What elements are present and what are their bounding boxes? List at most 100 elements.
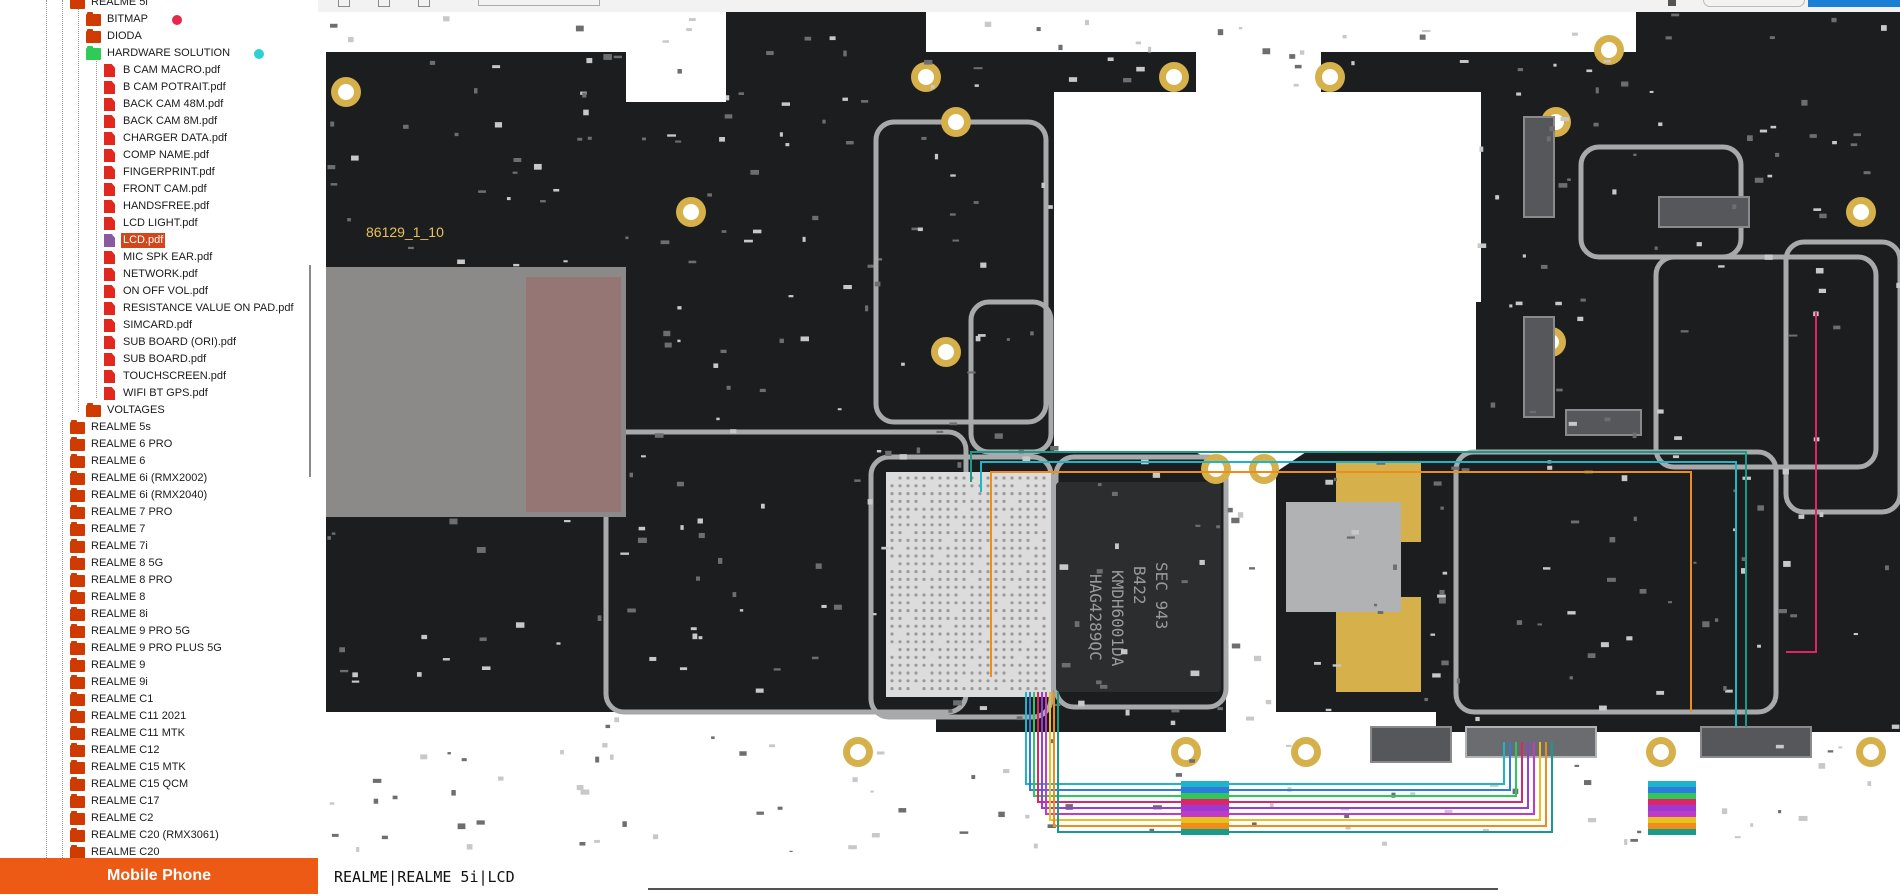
tree-item[interactable]: SIMCARD.pdf (104, 317, 194, 334)
bga-ball (914, 554, 918, 558)
tree-item[interactable]: DIODA (86, 28, 144, 45)
tree-item[interactable]: REALME C20 (70, 844, 161, 858)
bga-ball (1010, 507, 1014, 511)
bga-ball (922, 523, 926, 527)
tree-item[interactable]: REALME 7 (70, 521, 147, 538)
tree-item[interactable]: REALME 8i (70, 606, 150, 623)
smd-component (1558, 183, 1568, 188)
tree-item[interactable]: BITMAP (86, 11, 182, 28)
tree-item[interactable]: HARDWARE SOLUTION (86, 45, 265, 62)
tree-item[interactable]: VOLTAGES (86, 402, 167, 419)
smd-component (627, 608, 636, 613)
tree-item[interactable]: REALME C1 (70, 691, 155, 708)
toolbar-action-button[interactable] (1808, 0, 1900, 7)
folder-icon (70, 793, 85, 808)
bga-ball (930, 585, 934, 589)
tree-item[interactable]: MIC SPK EAR.pdf (104, 249, 214, 266)
smd-component (1586, 69, 1593, 73)
tree-item[interactable]: REALME 6 (70, 453, 147, 470)
tree-item[interactable]: REALME C15 QCM (70, 776, 190, 793)
bga-ball (1042, 648, 1046, 652)
tree-item[interactable]: BACK CAM 48M.pdf (104, 96, 225, 113)
bga-ball (1042, 585, 1046, 589)
tree-item[interactable]: REALME 7 PRO (70, 504, 174, 521)
tree-item[interactable]: REALME 6i (RMX2002) (70, 470, 209, 487)
smd-component (1764, 254, 1773, 260)
tree-item[interactable]: REALME 8 PRO (70, 572, 174, 589)
folder-icon (70, 810, 85, 825)
tree-item[interactable]: B CAM MACRO.pdf (104, 62, 222, 79)
tree-item[interactable]: RESISTANCE VALUE ON PAD.pdf (104, 300, 296, 317)
tree-item[interactable]: WIFI BT GPS.pdf (104, 385, 210, 402)
tree-item[interactable]: REALME 5i (70, 0, 150, 11)
toolbar-diamond-icon[interactable] (1668, 0, 1676, 6)
tree-item[interactable]: SUB BOARD (ORI).pdf (104, 334, 238, 351)
tree-item[interactable]: REALME 9i (70, 674, 150, 691)
tree-item[interactable]: HANDSFREE.pdf (104, 198, 211, 215)
bga-ball (906, 632, 910, 636)
bga-ball (914, 624, 918, 628)
tree-item[interactable]: LCD.pdf (104, 232, 166, 249)
smd-component (1227, 507, 1233, 513)
smd-component (609, 754, 614, 760)
smd-component (1490, 402, 1496, 408)
tree-item[interactable]: TOUCHSCREEN.pdf (104, 368, 228, 385)
tree-item[interactable]: SUB BOARD.pdf (104, 351, 208, 368)
tree-item[interactable]: ON OFF VOL.pdf (104, 283, 210, 300)
tree-item[interactable]: COMP NAME.pdf (104, 147, 211, 164)
smd-component (1863, 171, 1871, 175)
horizontal-scrollbar[interactable] (648, 888, 1498, 890)
tree-item[interactable]: REALME 9 PRO 5G (70, 623, 192, 640)
tree-item[interactable]: FRONT CAM.pdf (104, 181, 209, 198)
smd-component (1577, 316, 1584, 322)
tree-item[interactable]: REALME C11 MTK (70, 725, 187, 742)
toolbar-search-field[interactable] (478, 0, 600, 6)
smd-component (1439, 589, 1445, 595)
tree-item[interactable]: REALME C12 (70, 742, 161, 759)
tree-item[interactable]: FINGERPRINT.pdf (104, 164, 217, 181)
tree-item[interactable]: CHARGER DATA.pdf (104, 130, 229, 147)
tree-item[interactable]: REALME C17 (70, 793, 161, 810)
toolbar-frame-icon[interactable] (338, 0, 350, 7)
smd-component (1065, 804, 1073, 810)
bga-ball (1042, 616, 1046, 621)
tree-item[interactable]: REALME C20 (RMX3061) (70, 827, 221, 844)
trace-label-right (1648, 793, 1696, 799)
tree-item[interactable]: REALME 9 PRO PLUS 5G (70, 640, 224, 657)
tree-item-label: HARDWARE SOLUTION (107, 47, 231, 59)
tree-item[interactable]: REALME C2 (70, 810, 155, 827)
tree-item[interactable]: LCD LIGHT.pdf (104, 215, 200, 232)
bga-ball (970, 515, 974, 519)
tree-item[interactable]: REALME 5s (70, 419, 153, 436)
bga-ball (1002, 648, 1006, 652)
smd-component (637, 537, 647, 544)
tree-item[interactable]: BACK CAM 8M.pdf (104, 113, 219, 130)
trace-label-left (1181, 805, 1229, 811)
bga-ball (962, 577, 966, 582)
tree-item[interactable]: REALME 8 (70, 589, 147, 606)
bga-ball (962, 546, 966, 550)
tree-item[interactable]: B CAM POTRAIT.pdf (104, 79, 228, 96)
toolbar-zoom-icon[interactable] (378, 0, 390, 7)
smd-component (789, 850, 793, 852)
tree-item[interactable]: REALME 8 5G (70, 555, 165, 572)
tree-item[interactable]: REALME 6 PRO (70, 436, 174, 453)
tree-item[interactable]: REALME C15 MTK (70, 759, 188, 776)
bga-ball (1026, 507, 1030, 511)
pdf-file-icon (104, 132, 115, 145)
tree-item[interactable]: REALME 7i (70, 538, 150, 555)
smd-component (1342, 35, 1347, 39)
toolbar-search-input[interactable] (1703, 0, 1805, 7)
tree-item[interactable]: REALME C11 2021 (70, 708, 188, 725)
tree-item[interactable]: NETWORK.pdf (104, 266, 200, 283)
tree-scrollbar[interactable] (309, 265, 311, 477)
mobile-phone-button[interactable]: Mobile Phone (0, 858, 318, 894)
toolbar-zoom-in-icon[interactable] (418, 0, 430, 7)
tree-item[interactable]: REALME 9 (70, 657, 147, 674)
bga-ball (962, 616, 966, 621)
trace-label-left (1181, 823, 1229, 829)
tree-item[interactable]: REALME 6i (RMX2040) (70, 487, 209, 504)
board-connector (1658, 196, 1750, 228)
smd-component (1637, 830, 1642, 834)
